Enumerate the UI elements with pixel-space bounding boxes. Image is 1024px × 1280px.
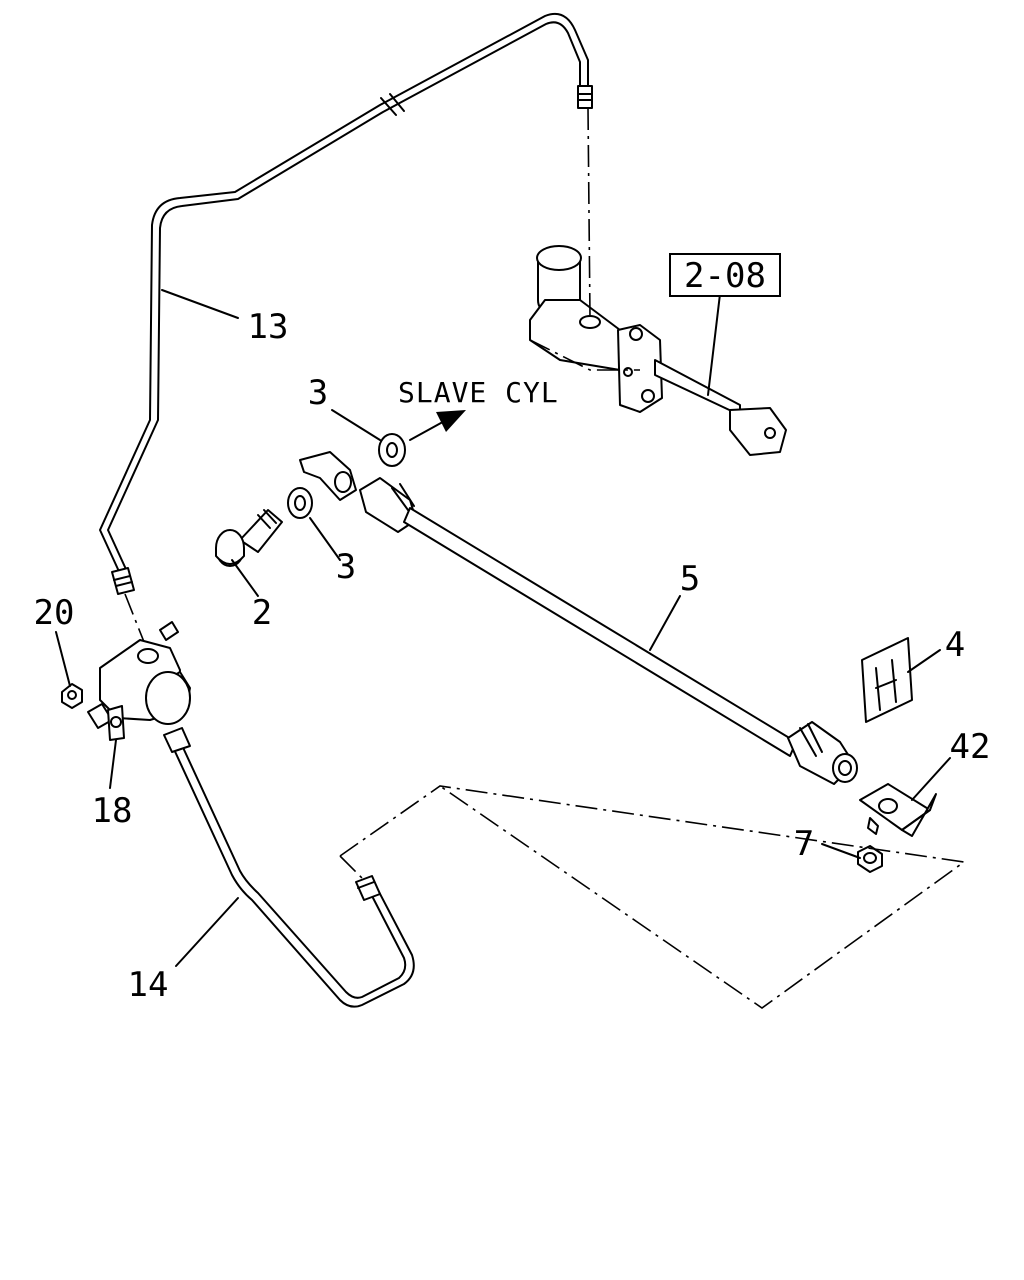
- eye-bolt-2[interactable]: [215, 509, 283, 567]
- callout-18: 18: [92, 791, 133, 831]
- callout-3-top: 3: [308, 373, 328, 413]
- connection-line-14: [339, 855, 365, 881]
- pipe-13-lower-fitting: [111, 567, 135, 595]
- ref-box-label: 2-08: [684, 256, 766, 296]
- slave-cyl-arrow-icon: [409, 410, 466, 441]
- leader-lines: [55, 289, 951, 967]
- ref-box-leader: [707, 293, 721, 396]
- pipe-14[interactable]: [171, 740, 415, 1008]
- callout-42: 42: [950, 727, 991, 767]
- callout-5: 5: [680, 559, 700, 599]
- slave-cyl-note: SLAVE CYL: [398, 376, 559, 409]
- master-cylinder[interactable]: [529, 245, 787, 456]
- bracket-42[interactable]: [859, 783, 937, 837]
- hose-5[interactable]: [299, 451, 858, 785]
- callout-20: 20: [34, 593, 75, 633]
- callout-4: 4: [945, 625, 965, 665]
- callout-2: 2: [252, 593, 272, 633]
- slave-connector-18[interactable]: [87, 621, 191, 741]
- washer-3-lower[interactable]: [287, 487, 313, 519]
- callout-3-lower: 3: [336, 547, 356, 587]
- callout-13: 13: [248, 307, 289, 347]
- pipe-14-fitting-lower: [355, 875, 381, 901]
- callout-14: 14: [128, 965, 169, 1005]
- ref-box-2-08[interactable]: 2-08: [669, 253, 781, 297]
- connection-outline: [339, 785, 967, 1009]
- washer-3-top[interactable]: [378, 433, 406, 467]
- callout-7: 7: [794, 824, 814, 864]
- pipe-13-upper-fitting: [577, 85, 593, 109]
- nut-7[interactable]: [857, 845, 883, 873]
- pipe-13[interactable]: [99, 12, 589, 579]
- nut-20[interactable]: [61, 683, 83, 709]
- pipe-14-fitting-upper: [163, 727, 191, 753]
- clip-4[interactable]: [861, 637, 913, 723]
- connection-line-13-master: [587, 107, 591, 319]
